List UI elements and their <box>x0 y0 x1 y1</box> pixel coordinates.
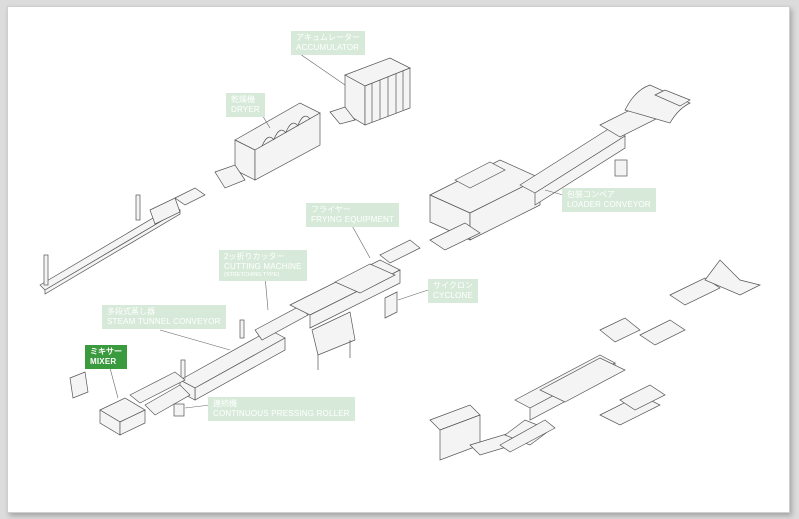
mixer-en: MIXER <box>90 357 117 366</box>
cutting-jp: 2ッ折りカッター <box>224 252 285 261</box>
label-mixer: ミキサー MIXER <box>85 345 127 369</box>
cutting-sub: (STRETCHING TYPE) <box>224 272 280 278</box>
left-conveyor <box>39 187 206 295</box>
label-cyclone: サイクロン CYCLONE <box>428 279 479 303</box>
frying-jp: フライヤー <box>311 205 351 214</box>
cyclone-jp: サイクロン <box>433 281 473 290</box>
frying-en: FRYING EQUIPMENT <box>311 215 395 224</box>
dryer-jp: 乾燥機 <box>231 95 255 104</box>
steam-en: STEAM TUNNEL CONVEYOR <box>107 317 221 326</box>
label-dryer: 乾燥機 DRYER <box>226 93 265 117</box>
label-accumulator: アキュムレーター ACCUMULATOR <box>291 31 365 55</box>
frying-line <box>289 239 421 370</box>
label-steam-tunnel-conveyor: 多段式蒸し器 STEAM TUNNEL CONVEYOR <box>102 305 226 329</box>
cyclone-en: CYCLONE <box>433 291 474 300</box>
mixer-jp: ミキサー <box>90 347 122 356</box>
pressing-en: CONTINUOUS PRESSING ROLLER <box>213 409 350 418</box>
label-loader-conveyor: 包装コンベア LOADER CONVEYOR <box>562 188 656 212</box>
loader-jp: 包装コンベア <box>567 190 615 199</box>
fryer-block <box>429 159 541 251</box>
mixer-machine <box>69 371 191 436</box>
loader-en: LOADER CONVEYOR <box>567 200 651 209</box>
dryer-machine <box>214 102 321 189</box>
cutting-en: CUTTING MACHINE <box>224 262 302 271</box>
loader-conveyor <box>519 84 691 206</box>
pressing-jp: 連続機 <box>213 399 237 408</box>
accumulator-jp: アキュムレーター <box>296 33 360 42</box>
accumulator-en: ACCUMULATOR <box>296 43 360 52</box>
label-cutting-machine: 2ッ折りカッター CUTTING MACHINE (STRETCHING TYP… <box>219 250 307 281</box>
steam-tunnel <box>179 305 309 401</box>
dryer-en: DRYER <box>231 105 260 114</box>
accumulator-machine <box>329 57 411 126</box>
right-lines <box>429 259 762 461</box>
steam-jp: 多段式蒸し器 <box>107 307 155 316</box>
label-continuous-pressing-roller: 連続機 CONTINUOUS PRESSING ROLLER <box>208 397 355 421</box>
label-frying-equipment: フライヤー FRYING EQUIPMENT <box>306 203 400 227</box>
